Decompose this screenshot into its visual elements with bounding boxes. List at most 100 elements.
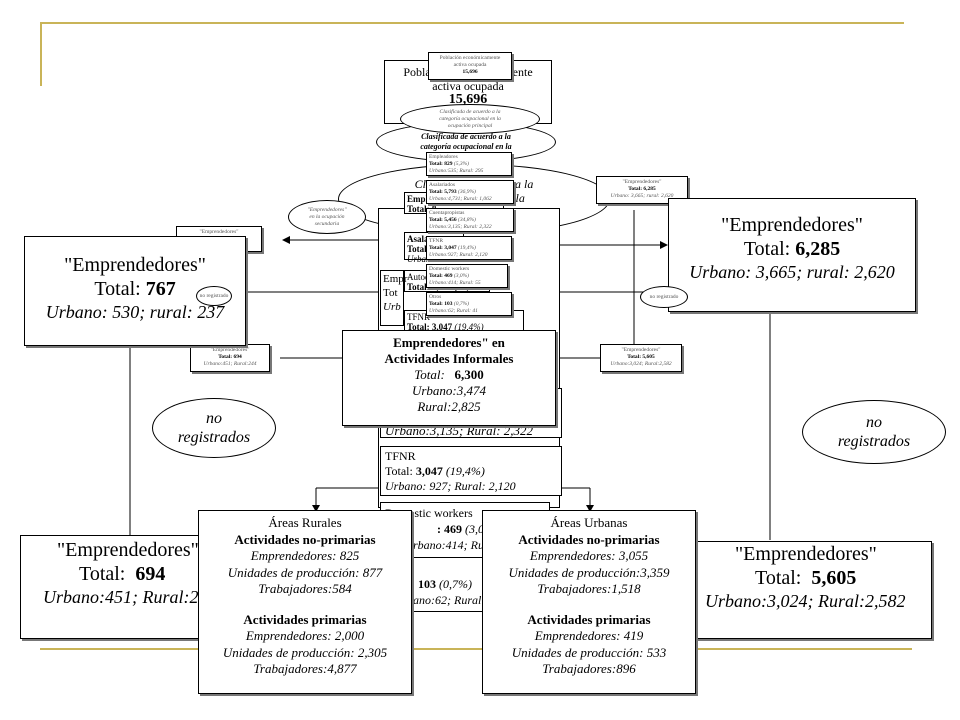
urbanas-title: Áreas Urbanas xyxy=(550,515,628,530)
rurales-uni1: Unidades de producción: 877 xyxy=(227,564,383,580)
rurales-uni2: Unidades de producción: 2,305 xyxy=(222,644,388,660)
urbanas-tra1: Trabajadores:1,518 xyxy=(537,581,641,596)
frag-tot-label: Tot xyxy=(383,287,398,299)
rurales-sub1: Actividades no-primarias xyxy=(234,531,376,547)
informales-l2: Actividades Informales xyxy=(384,351,514,366)
frag-total: Total xyxy=(407,244,427,254)
stack-box-3: TFNR Total: 3,047 (19,4%) Urbano:927; Ru… xyxy=(426,236,512,260)
frag-asala: Asala xyxy=(407,234,429,244)
urbanas-sub2: Actividades primarias xyxy=(527,611,651,627)
left-rule xyxy=(40,22,42,86)
urbanas-emp2: Emprendedores: 419 xyxy=(534,628,644,643)
emp-small-right-l3: Urbano: 3,665; rural: 2,620 xyxy=(610,193,674,199)
urbanas-uni1: Unidades de producción:3,359 xyxy=(508,564,670,580)
stack-0-total: Total: 829 xyxy=(429,161,453,167)
emp-small-left2: "Emprendedores" Total: 694 Urbano:451; R… xyxy=(190,344,270,372)
clasificada-mid-l2: categoría ocupacional en la xyxy=(420,142,512,151)
stack-box-5: Otros Total: 103 (0,7%) Urbano:62; Rural… xyxy=(426,292,512,316)
emp-bottom-right: "Emprendedores" Total: 5,605 Urbano:3,02… xyxy=(696,541,932,639)
behind-tfnr-total-label: Total: xyxy=(385,464,413,478)
rurales-tra2: Trabajadores:4,877 xyxy=(253,661,357,676)
areas-urbanas-box: Áreas Urbanas Actividades no-primarias E… xyxy=(482,510,696,694)
emp-bottom-right-total-label: Total: xyxy=(755,567,802,589)
pea-line3: 15,696 xyxy=(448,92,488,107)
noreg-big-left-l2: registrados xyxy=(177,429,251,446)
emp-big-left-total-value: 767 xyxy=(145,278,176,300)
noreg-big-left-l1: no xyxy=(206,410,222,427)
stack-4-ur: Urbano:414; Rural: 55 xyxy=(429,280,481,286)
clasificada-big-suffix: a la xyxy=(515,177,534,191)
frag-empr-label: Empr xyxy=(383,273,408,285)
behind-tfnr-total-value: 3,047 xyxy=(415,464,443,478)
stack-3-total: Total: 3,047 xyxy=(429,245,457,251)
stack-box-2: Cuentapropistas Total: 5,456 (34,8%) Urb… xyxy=(426,208,514,232)
clasificada-small-l1: Clasificada de acuerdo a la xyxy=(439,108,501,115)
clasificada-small-l2: categoría ocupacional en la xyxy=(439,115,501,122)
noreg-small-right-text: no registrado xyxy=(649,293,679,300)
stack-box-4: Domestic workers Total: 469 (3,0%) Urban… xyxy=(426,264,508,288)
emp-small-right-l1: "Emprendedores" xyxy=(622,179,662,185)
informales-box: Emprendedores" en Actividades Informales… xyxy=(342,330,556,426)
clasificada-small-l3: ocupación principal xyxy=(447,122,493,129)
emp-big-left-title: "Emprendedores" xyxy=(64,254,206,276)
urbanas-uni2: Unidades de producción: 533 xyxy=(511,644,667,660)
frag-tfnr-pct: (19,4%) xyxy=(454,322,484,332)
frag-tfnr-label: TFNR xyxy=(407,312,431,322)
emp-big-right-ur: Urbano: 3,665; rural: 2,620 xyxy=(689,262,895,282)
frag-tfnr-total: Total: 3,047 xyxy=(407,322,453,332)
emp-small-left2-l2: Total: 694 xyxy=(218,354,242,360)
emp-bottom-left: "Emprendedores" Total: 694 Urbano:451; R… xyxy=(20,535,206,639)
stack-4-total: Total: 469 xyxy=(429,273,453,279)
stack-5-pct: (0,7%) xyxy=(453,301,469,307)
informales-rural: Rural:2,825 xyxy=(417,399,481,414)
emp-small-left2-l1: "Emprendedores" xyxy=(210,347,250,353)
emp-small-left2-l3: Urbano:451; Rural:244 xyxy=(203,361,257,367)
pea-small-l1: Población económicamente xyxy=(439,55,501,61)
stack-0-label: Empleadores xyxy=(429,154,458,160)
stack-5-total: Total: 103 xyxy=(429,301,453,307)
stack-3-ur: Urbano:927; Rural: 2,120 xyxy=(429,252,488,258)
behind-otros-ur: bano:62; Rural xyxy=(407,593,482,607)
behind-tfnr-pct: (19,4%) xyxy=(445,464,485,478)
behind-dom-total: : 469 xyxy=(437,522,462,536)
stack-5-ur: Urbano:62; Rural: 41 xyxy=(429,308,478,314)
stack-1-total: Total: 5,793 xyxy=(429,189,457,195)
stack-2-pct: (34,8%) xyxy=(457,217,476,223)
stack-4-label: Domestic workers xyxy=(429,266,470,272)
emp-big-left: "Emprendedores" Total: 767 Urbano: 530; … xyxy=(24,236,246,346)
rurales-emp1: Emprendedores: 825 xyxy=(250,548,360,563)
stack-4-pct: (3,0%) xyxy=(453,273,469,279)
stack-3-pct: (19,4%) xyxy=(457,245,476,251)
frag-autoe: Autoe xyxy=(407,272,429,282)
stack-1-label: Asalariados xyxy=(429,182,455,188)
emp-bottom-right-total-value: 5,605 xyxy=(811,567,857,589)
emp-bottom-left-ur: Urbano:451; Rural:2 xyxy=(43,587,199,607)
noreg-oval-small-left: no registrado xyxy=(196,286,232,306)
emp-big-right-total-value: 6,285 xyxy=(795,238,841,260)
secundaria-l3: secundaria xyxy=(314,220,340,227)
emp-small-right2-l2: Total: 5,605 xyxy=(627,354,655,360)
emp-small-right2: "Emprendedores" Total: 5,605 Urbano:3,02… xyxy=(600,344,682,372)
emp-big-left-total-label: Total: xyxy=(94,278,141,300)
emp-big-right: "Emprendedores" Total: 6,285 Urbano: 3,6… xyxy=(668,198,916,312)
urbanas-emp1: Emprendedores: 3,055 xyxy=(529,548,649,563)
emp-bottom-right-ur: Urbano:3,024; Rural:2,582 xyxy=(705,591,906,611)
emp-small-right2-l3: Urbano:3,024; Rural:2,582 xyxy=(610,361,672,367)
stack-3-label: TFNR xyxy=(429,238,444,244)
informales-total-value: 6,300 xyxy=(454,367,484,382)
frag-emplea: Emplea xyxy=(407,194,437,204)
emp-bottom-left-total-value: 694 xyxy=(135,563,166,585)
rurales-title: Áreas Rurales xyxy=(268,515,342,530)
frag-urbano: Urbano xyxy=(407,254,436,264)
emp-big-right-title: "Emprendedores" xyxy=(721,214,863,236)
emp-bottom-left-title: "Emprendedores" xyxy=(57,539,199,561)
behind-tfnr-label: TFNR xyxy=(385,449,416,463)
stack-2-ur: Urbano:3,135; Rural: 2,322 xyxy=(429,224,492,230)
stack-box-1: Asalariados Total: 5,793 (36,9%) Urbano:… xyxy=(426,180,514,204)
stack-0-ur: Urbano:535; Rural: 295 xyxy=(429,168,484,174)
noreg-oval-small-right: no registrado xyxy=(640,286,688,308)
emp-small-right2-l1: "Emprendedores" xyxy=(621,347,661,353)
